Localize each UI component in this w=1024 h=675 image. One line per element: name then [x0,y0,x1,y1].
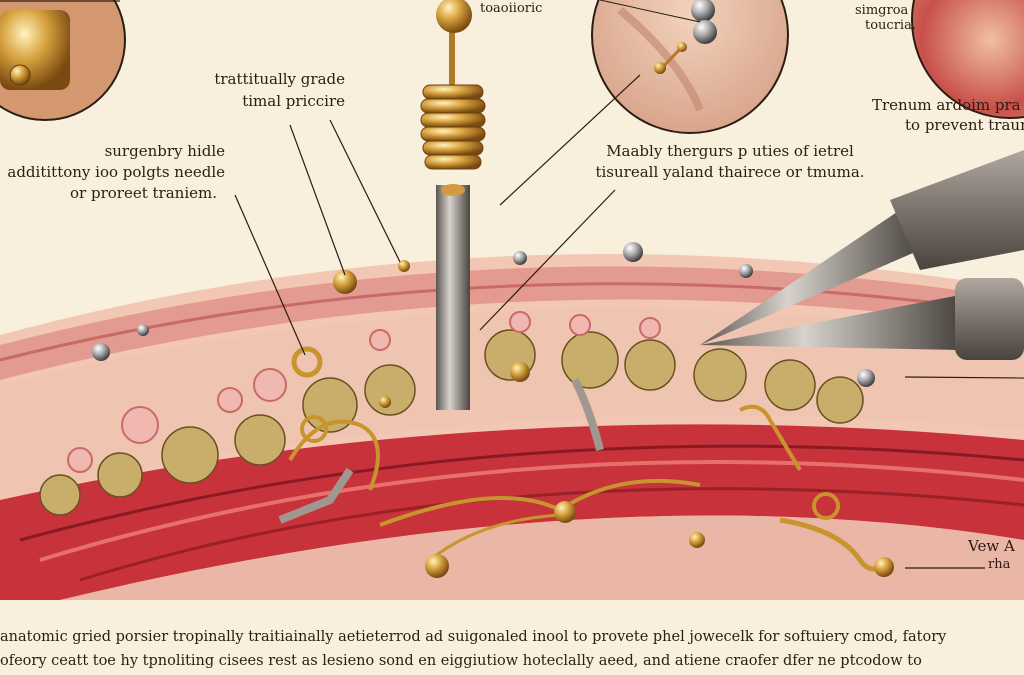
label-top-right-1: simgroa [855,3,909,18]
caption-line-1: anatomic gried porsier tropinally traiti… [0,629,947,645]
caption-line-2: ofeory ceatt toe hy tpnoliting cisees re… [0,653,922,669]
label-surgery-1: surgenbry hidle [104,142,225,160]
inset-ear-circle [499,0,789,206]
piercing-needle [420,0,486,410]
label-top-center: toaoiioric [480,1,543,16]
inset-tissue-circle [911,0,1024,119]
leader-lines [0,0,1024,569]
label-right-1: Trenum ardoim pra [872,96,1021,114]
tissue-cross-section [0,254,1024,600]
jewelry-pieces [92,242,894,578]
label-right-2: to prevent traum [905,116,1024,134]
label-surgery-3: or proreet traniem. [70,184,217,202]
label-ear-2: tisureall yaland thairece or tmuma. [595,163,865,181]
label-ear-1: Maably thergurs p uties of ietrel [606,142,854,160]
inset-jewelry-circle [0,0,126,121]
forceps-tool [700,150,1024,360]
label-needle-grade-1: trattitually grade [214,70,345,88]
label-view-2: rha [988,557,1011,572]
label-top-right-2: toucria. [865,18,916,33]
label-view-1: Vew A [968,537,1015,555]
label-surgery-2: additittony ioo polgts needle [7,163,225,181]
label-needle-grade-2: timal priccire [242,92,345,110]
